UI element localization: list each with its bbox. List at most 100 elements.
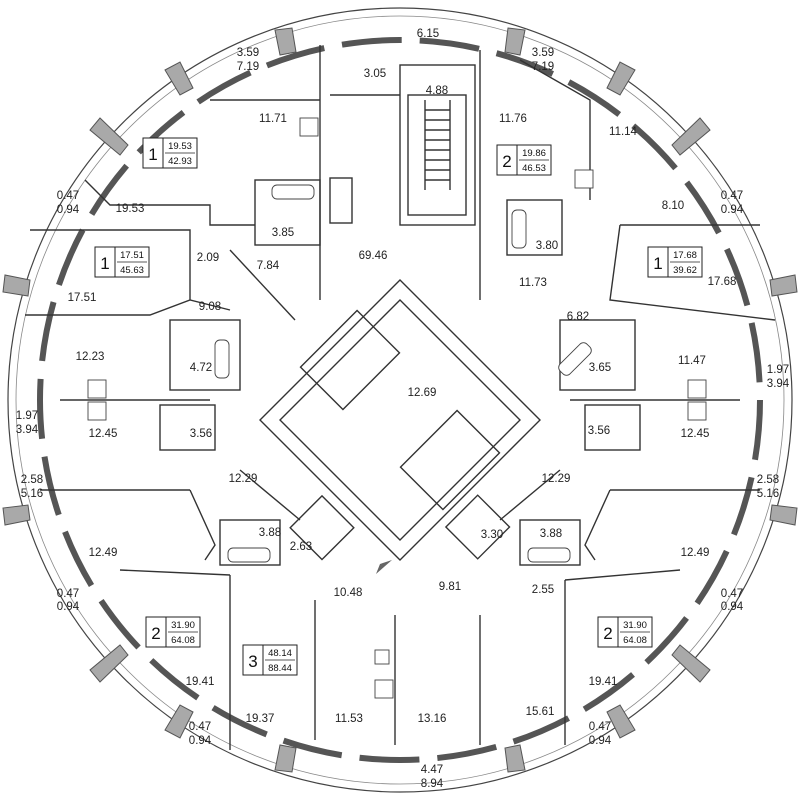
balcony-b10-top: 0.47 — [721, 588, 743, 600]
apartment-living: 17.68 — [673, 250, 697, 261]
room-area: 3.65 — [589, 362, 611, 374]
apartment-badges: 1 19.53 42.93 2 19.86 46.53 1 17.51 45.6… — [94, 137, 703, 676]
room-area: 3.80 — [536, 240, 558, 252]
room-area: 3.56 — [588, 425, 610, 437]
room-area: 69.46 — [359, 250, 388, 262]
balcony-b6-top: 1.97 — [767, 364, 789, 376]
balcony-b3-top: 0.47 — [57, 190, 79, 202]
room-area: 12.45 — [681, 428, 710, 440]
room-area: 2.55 — [532, 584, 554, 596]
balcony-b5-bottom: 3.94 — [16, 424, 39, 436]
apartment-badge-a1: 1 19.53 42.93 — [142, 137, 198, 169]
room-area: 3.88 — [259, 527, 281, 539]
balcony-b10-bottom: 0.94 — [721, 601, 744, 613]
balcony-b13-top: 4.47 — [421, 764, 443, 776]
apartment-living: 19.53 — [168, 141, 192, 152]
apartment-total: 88.44 — [268, 663, 292, 674]
balcony-b12-bottom: 0.94 — [589, 735, 612, 747]
apartment-badge-a5: 2 31.90 64.08 — [145, 616, 201, 648]
room-area: 3.30 — [481, 529, 503, 541]
balcony-b13-bottom: 8.94 — [421, 778, 444, 790]
room-area: 3.56 — [190, 428, 212, 440]
room-labels: 6.15 3.05 4.88 11.71 11.76 11.14 19.53 8… — [68, 28, 737, 725]
balcony-b11-bottom: 0.94 — [189, 735, 212, 747]
room-area: 3.05 — [364, 68, 386, 80]
apartment-rooms: 2 — [603, 624, 612, 643]
room-area: 7.84 — [257, 260, 280, 272]
apartment-rooms: 2 — [502, 152, 511, 171]
room-area: 12.49 — [681, 547, 710, 559]
room-area: 17.51 — [68, 292, 97, 304]
balcony-b9-top: 0.47 — [57, 588, 79, 600]
room-area: 9.81 — [439, 581, 461, 593]
balcony-b6-bottom: 3.94 — [767, 378, 790, 390]
room-area: 19.41 — [589, 676, 618, 688]
room-area: 11.76 — [499, 113, 527, 125]
balcony-b8-bottom: 5.16 — [757, 488, 779, 500]
room-area: 19.37 — [246, 713, 275, 725]
balcony-b8-top: 2.58 — [757, 474, 779, 486]
balcony-b3-bottom: 0.94 — [57, 204, 80, 216]
apartment-total: 45.63 — [120, 265, 144, 276]
apartment-living: 19.86 — [522, 148, 546, 159]
room-area: 19.53 — [116, 203, 145, 215]
room-area: 12.49 — [89, 547, 118, 559]
room-area: 9.08 — [199, 301, 221, 313]
apartment-rooms: 2 — [151, 624, 160, 643]
balcony-b9-bottom: 0.94 — [57, 601, 80, 613]
room-area: 12.29 — [542, 473, 571, 485]
balcony-b1-top: 3.59 — [237, 47, 259, 59]
balcony-b2-top: 3.59 — [532, 47, 554, 59]
balcony-b4-bottom: 0.94 — [721, 204, 744, 216]
outer-facade — [7, 7, 793, 793]
room-area: 2.09 — [197, 252, 219, 264]
balcony-b11-top: 0.47 — [189, 721, 211, 733]
room-area: 11.14 — [609, 126, 638, 138]
apartment-rooms: 1 — [653, 254, 662, 273]
inner-ring-wall — [37, 37, 763, 763]
balcony-b5-top: 1.97 — [16, 410, 38, 422]
apartment-living: 31.90 — [623, 620, 647, 631]
room-area: 6.15 — [417, 28, 439, 40]
apartment-badge-a6: 3 48.14 88.44 — [242, 644, 298, 676]
room-area: 11.71 — [259, 113, 287, 125]
room-area: 12.23 — [76, 351, 105, 363]
room-area: 15.61 — [526, 706, 555, 718]
apartment-badge-a7: 2 31.90 64.08 — [597, 616, 653, 648]
room-area: 17.68 — [708, 276, 737, 288]
apartment-total: 42.93 — [168, 156, 192, 167]
balcony-b7-top: 2.58 — [21, 474, 43, 486]
room-area: 4.88 — [426, 85, 448, 97]
apartment-total: 64.08 — [623, 635, 647, 646]
facade-walls — [2, 27, 798, 773]
apartment-badge-a4: 1 17.68 39.62 — [647, 246, 703, 278]
apartment-total: 39.62 — [673, 265, 697, 276]
room-area: 13.16 — [418, 713, 447, 725]
room-area: 10.48 — [334, 587, 363, 599]
room-area: 11.53 — [335, 713, 363, 725]
room-area: 3.85 — [272, 227, 294, 239]
room-area: 6.82 — [567, 311, 589, 323]
apartment-rooms: 1 — [148, 145, 157, 164]
apartment-total: 64.08 — [171, 635, 195, 646]
room-area: 12.69 — [408, 387, 437, 399]
apartment-badge-a2: 2 19.86 46.53 — [496, 144, 552, 176]
balcony-b1-bottom: 7.19 — [237, 61, 259, 73]
room-area: 2.63 — [290, 541, 312, 553]
partition-walls — [25, 45, 776, 750]
balcony-b7-bottom: 5.16 — [21, 488, 43, 500]
balcony-labels: 3.59 7.19 3.59 7.19 0.47 0.94 0.47 0.94 … — [16, 47, 790, 790]
apartment-rooms: 1 — [100, 254, 109, 273]
entrance-arrow-icon — [376, 560, 392, 574]
fixtures — [87, 117, 707, 699]
room-area: 11.73 — [519, 277, 547, 289]
room-area: 12.29 — [229, 473, 258, 485]
apartment-living: 48.14 — [268, 648, 292, 659]
balcony-b2-bottom: 7.19 — [532, 61, 554, 73]
apartment-living: 17.51 — [120, 250, 144, 261]
apartment-badge-a3: 1 17.51 45.63 — [94, 246, 150, 278]
room-area: 8.10 — [662, 200, 684, 212]
room-area: 19.41 — [186, 676, 215, 688]
balcony-b4-top: 0.47 — [721, 190, 743, 202]
